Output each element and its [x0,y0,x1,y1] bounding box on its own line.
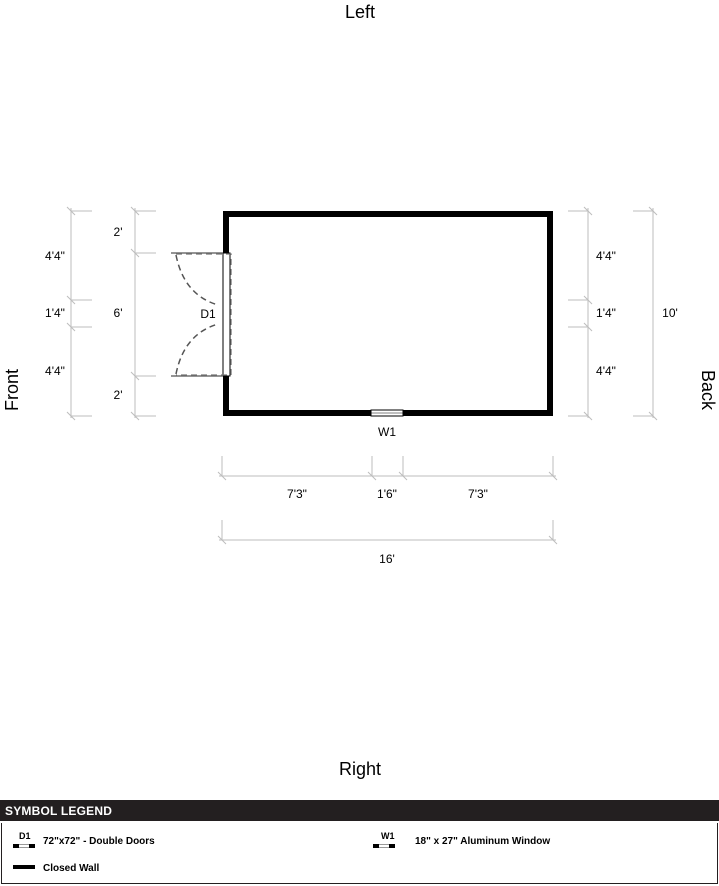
symbol-legend: SYMBOL LEGEND D1 72"x72" - Double Doors … [0,800,719,886]
walls [223,211,553,416]
orientation-back: Back [698,370,718,411]
dim-bottom-total [217,520,558,545]
dim-label: 1'6" [377,487,397,501]
dim-back-segments [568,206,593,421]
door-label: D1 [200,307,216,321]
orientation-left: Left [345,2,375,22]
wall-symbol-icon [13,865,35,869]
dim-label: 2' [114,388,123,402]
dim-label: 6' [114,306,123,320]
dim-back-total [633,206,658,421]
dim-label: 7'3" [468,487,488,501]
legend-door-code: D1 [19,831,31,841]
orientation-front: Front [2,369,22,411]
dim-label: 4'4" [45,364,65,378]
legend-window-code: W1 [381,831,395,841]
dim-front-outer [66,206,92,421]
dim-label: 10' [662,306,678,320]
dim-label: 16' [379,552,395,566]
window-w1 [370,409,404,417]
window-symbol-icon [373,844,395,848]
door-symbol-icon [13,844,35,848]
door-d1 [171,252,232,377]
legend-window-text: 18" x 27" Aluminum Window [415,836,551,847]
dim-label: 4'4" [596,364,616,378]
orientation-right: Right [339,759,381,779]
dim-label: 4'4" [45,249,65,263]
legend-wall-text: Closed Wall [43,863,100,874]
dim-label: 7'3" [287,487,307,501]
dim-bottom-segments [217,456,558,481]
dim-label: 4'4" [596,249,616,263]
dim-label: 1'4" [45,306,65,320]
dim-front-inner [130,206,156,421]
legend-door-text: 72"x72" - Double Doors [43,836,155,847]
dim-label: 1'4" [596,306,616,320]
floor-plan: Left Right Front Back W1 D1 4'4" 1'4" 4'… [2,2,718,779]
dim-label: 2' [114,225,123,239]
legend-title: SYMBOL LEGEND [0,800,719,821]
legend-body: D1 72"x72" - Double Doors W1 18" x 27" A… [1,823,718,884]
window-label: W1 [378,425,396,439]
